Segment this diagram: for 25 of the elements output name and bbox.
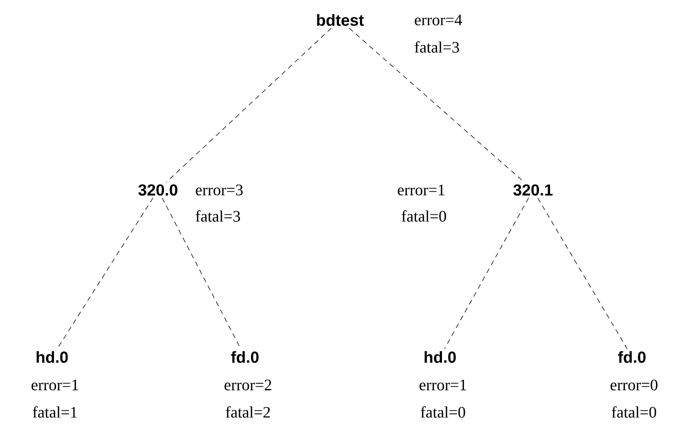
stat-label: error=4 <box>414 14 462 26</box>
node-label: fd.0 <box>618 351 646 363</box>
stat-label: fatal=0 <box>420 406 466 418</box>
tree-line <box>444 198 529 350</box>
node-label: 320.0 <box>138 184 178 196</box>
stat-label: error=0 <box>610 380 658 390</box>
stat-label: fatal=3 <box>414 41 460 53</box>
stat-label: error=3 <box>196 184 243 196</box>
node-label: fd.0 <box>231 351 259 363</box>
stat-label: error=1 <box>32 380 78 390</box>
tree-line <box>537 198 628 350</box>
stat-label: error=1 <box>420 380 466 390</box>
stat-label: error=2 <box>224 380 272 390</box>
stat-label: fatal=0 <box>402 210 446 222</box>
stat-label: fatal=1 <box>32 406 77 418</box>
node-label: hd.0 <box>36 351 68 363</box>
stat-label: fatal=3 <box>196 210 240 222</box>
stat-label: error=1 <box>398 184 444 196</box>
tree-line <box>166 28 332 182</box>
stat-label: fatal=0 <box>612 406 656 418</box>
node-label: bdtest <box>317 14 364 26</box>
node-label: 320.1 <box>513 184 553 196</box>
tree-line <box>348 28 524 182</box>
stat-label: fatal=2 <box>226 406 270 418</box>
node-label: hd.0 <box>424 351 456 363</box>
